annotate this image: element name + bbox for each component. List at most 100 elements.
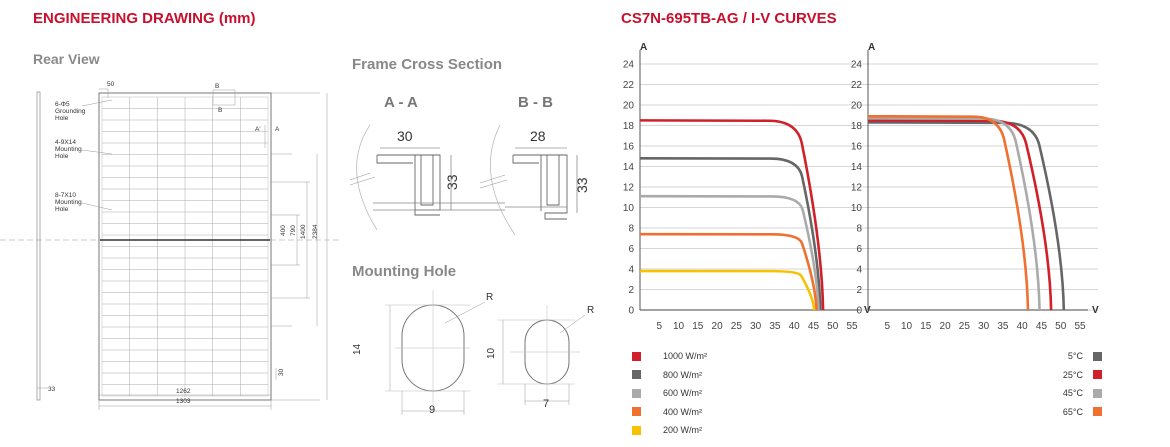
legend-swatch [632, 425, 641, 435]
dim-790: 790 [290, 225, 297, 236]
iv-curves-title: CS7N-695TB-AG / I-V CURVES [621, 10, 837, 27]
x-tick-label: 10 [901, 321, 913, 332]
x-tick-label: 15 [692, 321, 704, 332]
legend-swatch [1093, 407, 1102, 416]
bb-height-dim: 33 [574, 177, 590, 193]
section-aa-label: A - A [384, 94, 418, 111]
legend-swatch [632, 351, 641, 361]
x-tick-label: 20 [940, 321, 952, 332]
right-hole-width: 7 [543, 398, 550, 410]
legend-item: 200 W/m² [632, 425, 702, 435]
iv-curve [867, 119, 1053, 311]
legend-swatch [1093, 351, 1102, 361]
y-axis-label: A [640, 42, 647, 53]
x-tick-label: 35 [997, 321, 1009, 332]
y-tick-label: 0 [628, 306, 634, 317]
legend-swatch [632, 407, 641, 416]
right-hole-height: 10 [486, 347, 497, 359]
legend-swatch [632, 388, 641, 398]
y-tick-label: 0 [856, 306, 862, 317]
y-tick-label: 16 [623, 142, 635, 153]
x-tick-label: 5 [884, 321, 890, 332]
x-tick-label: 50 [1055, 321, 1067, 332]
mounting-hole-drawing [385, 290, 586, 415]
aa-height-dim: 33 [444, 174, 460, 190]
legend-swatch [1093, 388, 1102, 398]
left-hole-width: 9 [429, 404, 436, 416]
y-tick-label: 10 [851, 203, 863, 214]
y-tick-label: 10 [623, 203, 635, 214]
section-b-mark: B [215, 83, 220, 90]
x-axis-label: V [1092, 305, 1099, 316]
iv-curve [639, 232, 818, 311]
x-tick-label: 15 [920, 321, 932, 332]
legend-item: 25°C [1063, 370, 1102, 380]
right-hole-radius: R [587, 305, 595, 316]
x-tick-label: 45 [808, 321, 820, 332]
mounting-hole-7x10-note: 8-7X10 Mounting Hole [55, 192, 82, 213]
section-b-mark-2: B [218, 107, 223, 114]
y-tick-label: 20 [623, 101, 635, 112]
x-tick-label: 30 [750, 321, 762, 332]
y-tick-label: 2 [856, 285, 862, 296]
iv-curve [639, 269, 816, 311]
y-tick-label: 8 [628, 224, 634, 235]
y-tick-label: 24 [623, 60, 635, 71]
legend-label: 45°C [1062, 388, 1083, 398]
iv-curve [867, 114, 1030, 311]
x-tick-label: 55 [1074, 321, 1086, 332]
engineering-drawing-title: ENGINEERING DRAWING (mm) [33, 10, 256, 27]
legend-label: 600 W/m² [663, 388, 703, 398]
y-tick-label: 18 [623, 121, 635, 132]
y-tick-label: 12 [623, 183, 635, 194]
legend-item: 65°C [1063, 407, 1102, 417]
y-tick-label: 22 [851, 80, 863, 91]
aa-width-dim: 30 [397, 128, 413, 144]
legend-item: 1000 W/m² [632, 351, 707, 361]
frame-cross-section-title: Frame Cross Section [352, 56, 503, 73]
mounting-hole-title: Mounting Hole [352, 263, 457, 280]
y-tick-label: 4 [628, 265, 634, 276]
rear-view-drawing [0, 88, 340, 410]
dim-top-50: 50 [107, 81, 115, 88]
mounting-hole-9x14-note: 4-9X14 Mounting Hole [55, 139, 82, 160]
y-tick-label: 18 [851, 121, 863, 132]
legend-swatch [1093, 370, 1102, 379]
y-tick-label: 12 [851, 183, 863, 194]
dim-1303: 1303 [176, 398, 191, 405]
frame-cross-section-drawing [349, 124, 578, 236]
legend-label: 5°C [1067, 351, 1083, 361]
dim-2384: 2384 [312, 224, 319, 239]
legend-item: 400 W/m² [632, 407, 702, 417]
y-axis-label: A [868, 42, 875, 53]
x-tick-label: 50 [827, 321, 839, 332]
y-tick-label: 14 [851, 162, 863, 173]
dim-33: 33 [48, 386, 56, 393]
y-tick-label: 6 [856, 244, 862, 255]
x-tick-label: 25 [959, 321, 971, 332]
iv-curve [867, 117, 1041, 311]
dim-1400: 1400 [300, 224, 307, 239]
y-tick-label: 4 [856, 265, 862, 276]
iv-curve [867, 121, 1066, 311]
left-hole-radius: R [486, 292, 494, 303]
legend-label: 1000 W/m² [663, 351, 708, 361]
x-tick-label: 40 [1017, 321, 1029, 332]
x-tick-label: 35 [769, 321, 781, 332]
iv-curve [639, 194, 820, 311]
y-tick-label: 22 [623, 80, 635, 91]
y-tick-label: 8 [856, 224, 862, 235]
legend-swatch [632, 370, 641, 379]
x-tick-label: 25 [731, 321, 743, 332]
x-axis-label: V [864, 305, 871, 316]
legend-item: 5°C [1068, 351, 1102, 361]
section-a-prime-mark: A' [255, 126, 261, 133]
legend-label: 800 W/m² [663, 369, 703, 380]
grounding-hole-note: 6-Φ5 Grounding Hole [55, 101, 86, 122]
y-tick-label: 2 [628, 285, 634, 296]
x-tick-label: 5 [656, 321, 662, 332]
section-bb-label: B - B [518, 94, 553, 111]
y-tick-label: 6 [628, 244, 634, 255]
legend-label: 200 W/m² [663, 425, 703, 435]
